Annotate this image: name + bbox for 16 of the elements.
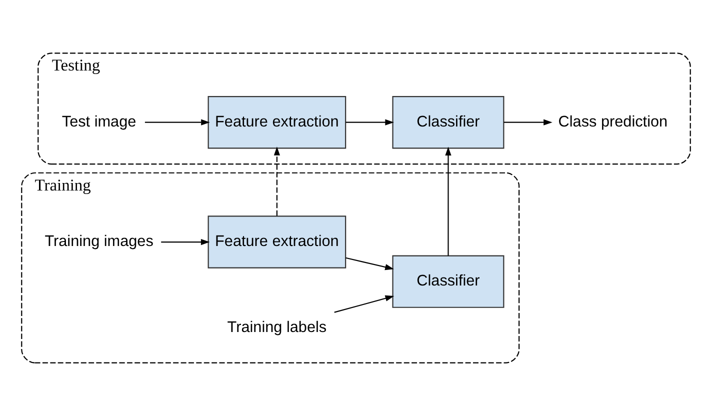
node-box: Classifier <box>392 255 504 308</box>
arrow <box>445 146 452 256</box>
node-text: Training labels <box>227 318 327 336</box>
node-box: Feature extraction <box>208 96 346 149</box>
node-box: Classifier <box>392 96 504 149</box>
node-box: Feature extraction <box>208 216 346 268</box>
node-text: Test image <box>62 113 136 130</box>
node-text: Training images <box>44 233 154 250</box>
node-text: Class prediction <box>558 113 668 130</box>
arrow <box>274 146 280 216</box>
arrow <box>334 295 394 313</box>
arrow <box>346 119 394 126</box>
arrow <box>504 119 552 126</box>
arrow <box>161 238 210 246</box>
arrow <box>346 257 394 270</box>
arrow <box>144 119 210 126</box>
